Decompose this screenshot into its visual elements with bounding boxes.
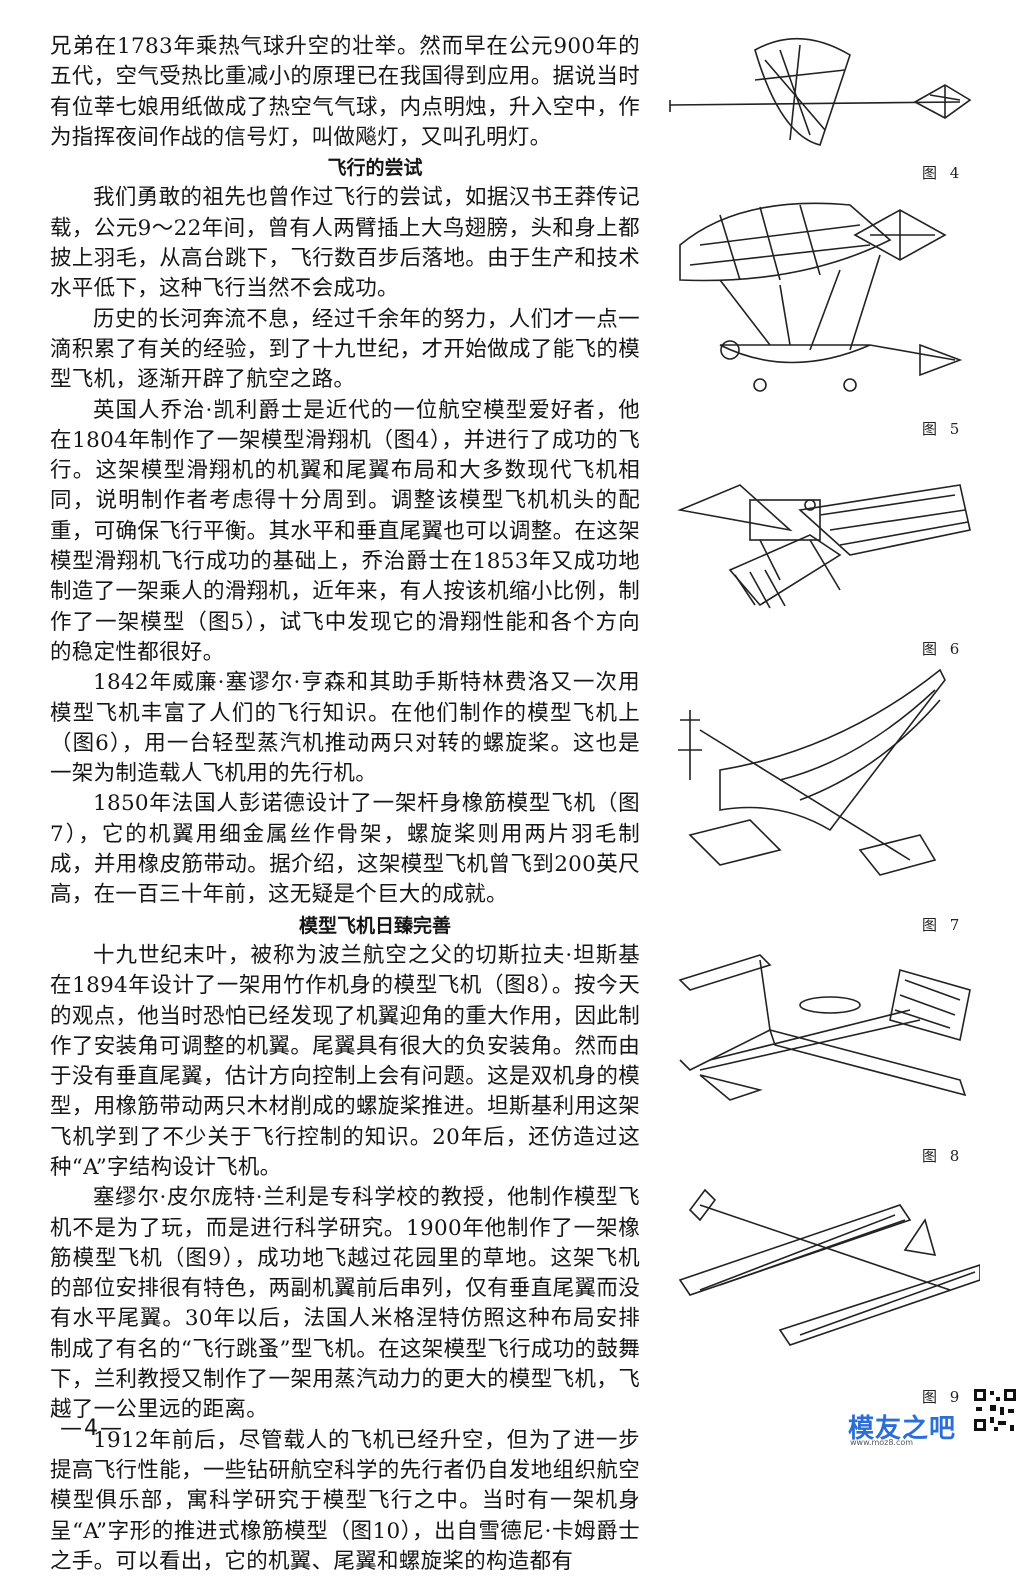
figure-caption: 图 9 — [922, 1388, 964, 1406]
figure-8-twin-fuselage-illustration — [660, 950, 980, 1120]
paragraph: 1912年前后，尽管载人的飞机已经升空，但为了进一步提高飞行性能，一些钻研航空科… — [50, 1427, 640, 1574]
paragraph: 我们勇敢的祖先也曾作过飞行的尝试，如据汉书王莽传记载，公元9～22年间，曾有人两… — [50, 185, 640, 302]
paragraph: 兄弟在1783年乘热气球升空的壮举。然而早在公元900年的五代，空气受热比重减小… — [50, 34, 640, 150]
paragraph: 1842年威廉·塞谬尔·亨森和其助手斯特林费洛又一次用模型飞机丰富了人们的飞行知… — [50, 670, 640, 787]
figure-caption: 图 7 — [922, 916, 964, 934]
watermark-url: www.moz8.com — [850, 1438, 914, 1447]
figure-caption: 图 4 — [922, 164, 964, 182]
paragraph: 十九世纪末叶，被称为波兰航空之父的切斯拉夫·坦斯基在1894年设计了一架用竹作机… — [50, 942, 640, 1180]
figure-caption: 图 5 — [922, 420, 964, 438]
article-body: 兄弟在1783年乘热气球升空的壮举。然而早在公元900年的五代，空气受热比重减小… — [50, 32, 640, 1577]
paragraph: 塞缪尔·皮尔庞特·兰利是专科学校的教授，他制作模型飞机不是为了玩，而是进行科学研… — [50, 1185, 640, 1423]
figure-6-steam-aircraft-illustration — [660, 460, 980, 620]
figure-caption: 图 6 — [922, 640, 964, 658]
paragraph: 1850年法国人彭诺德设计了一架杆身橡筋模型飞机（图7），它的机翼用细金属丝作骨… — [50, 791, 640, 908]
section-heading: 飞行的尝试 — [327, 157, 423, 180]
paragraph: 历史的长河奔流不息，经过千余年的努力，人们才一点一滴积累了有关的经验，到了十九世… — [50, 306, 640, 393]
figure-7-rubber-model-illustration — [660, 660, 980, 890]
figure-caption: 图 8 — [922, 1147, 964, 1165]
figure-4-glider-illustration — [660, 30, 980, 150]
paragraph: 英国人乔治·凯利爵士是近代的一位航空模型爱好者，他在1804年制作了一架模型滑翔… — [50, 397, 640, 665]
figure-9-tandem-wing-illustration — [660, 1180, 980, 1350]
watermark-logo: 模友之吧 — [848, 1414, 957, 1444]
qr-code-icon — [972, 1387, 1018, 1433]
figure-5-glider-illustration — [660, 195, 980, 405]
section-heading: 模型飞机日臻完善 — [298, 914, 451, 937]
page-number: —4— — [60, 1416, 124, 1441]
